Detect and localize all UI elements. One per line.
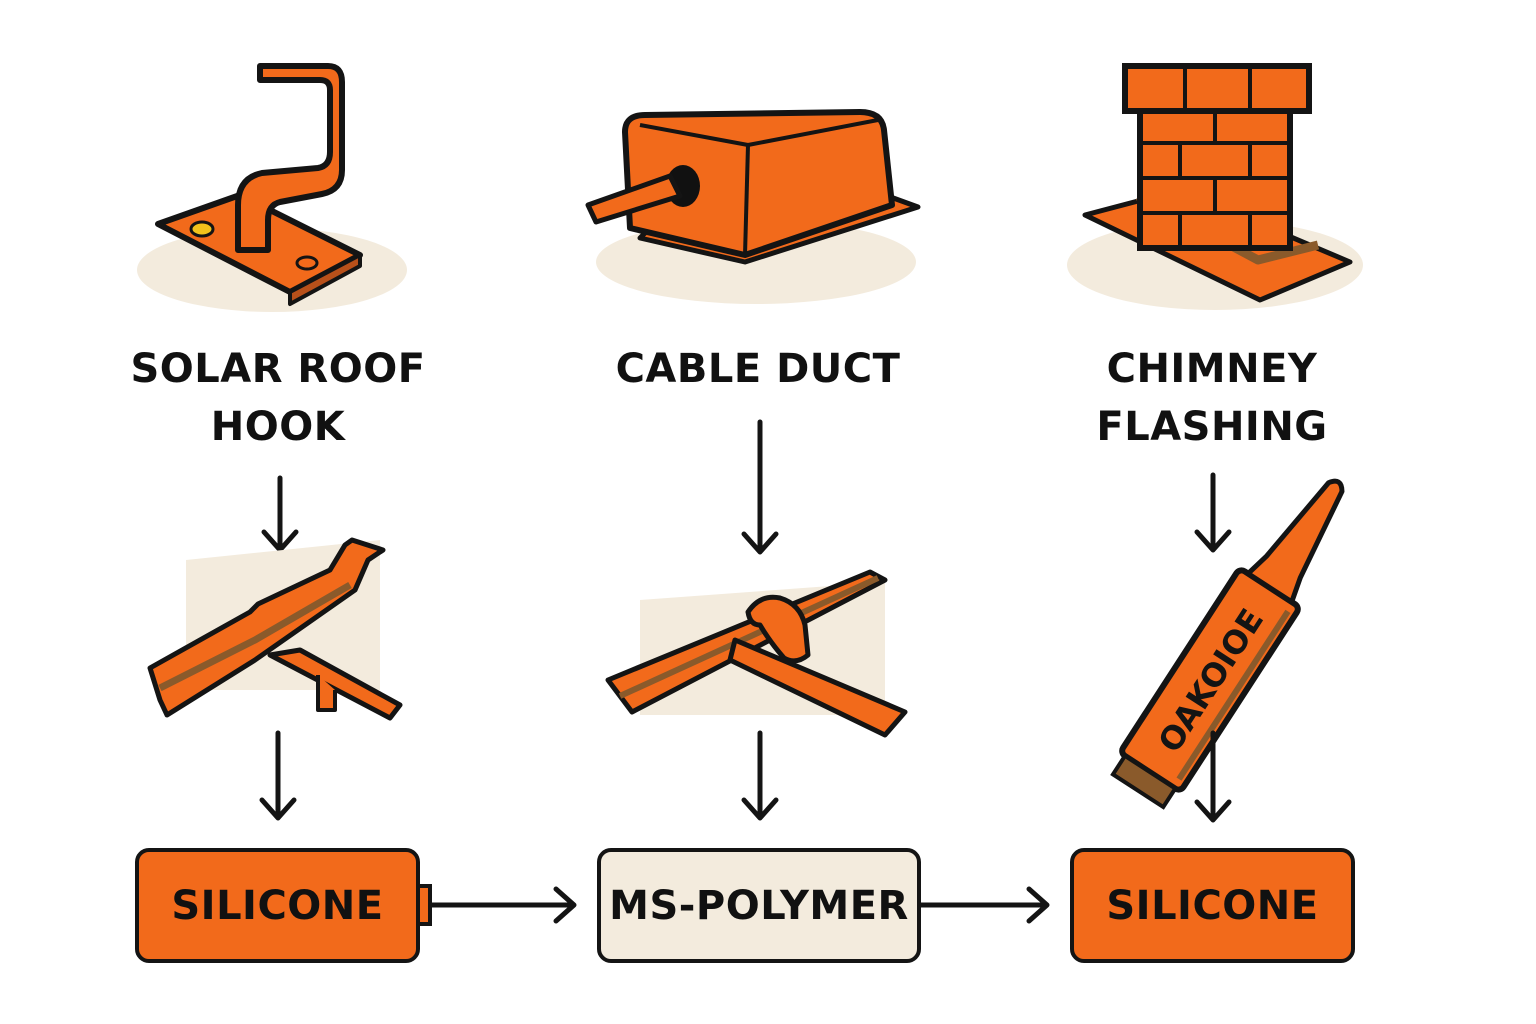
solar-roof-hook-icon [137,63,407,312]
label-line: FLASHING [1096,404,1328,450]
label-line: SOLAR ROOF [130,346,426,392]
arrow-down [1194,730,1232,823]
clamped-rail-icon [605,569,908,738]
sealant-tube-icon: OAKOIOE [1110,478,1345,810]
arrow-down [259,730,297,821]
arrow-right [917,886,1050,924]
label-line: CABLE DUCT [615,346,901,392]
arrow-down [261,475,299,553]
label-cable-duct: CABLE DUCT [578,340,938,398]
chimney-flashing-icon [1067,63,1363,310]
label-chimney-flashing: CHIMNEY FLASHING [1032,340,1392,456]
material-box-silicone: SILICONE [135,848,420,963]
label-line: HOOK [210,404,346,450]
material-box-silicone: SILICONE [1070,848,1355,963]
label-solar-roof-hook: SOLAR ROOF HOOK [98,340,458,456]
roof-rail-icon [147,537,403,721]
label-line: CHIMNEY [1106,346,1318,392]
cable-duct-icon [585,109,921,304]
arrow-right [429,886,577,924]
arrow-down [1194,472,1232,553]
arrow-down [741,419,779,555]
arrow-down [741,730,779,821]
material-box-ms-polymer: MS-POLYMER [597,848,921,963]
